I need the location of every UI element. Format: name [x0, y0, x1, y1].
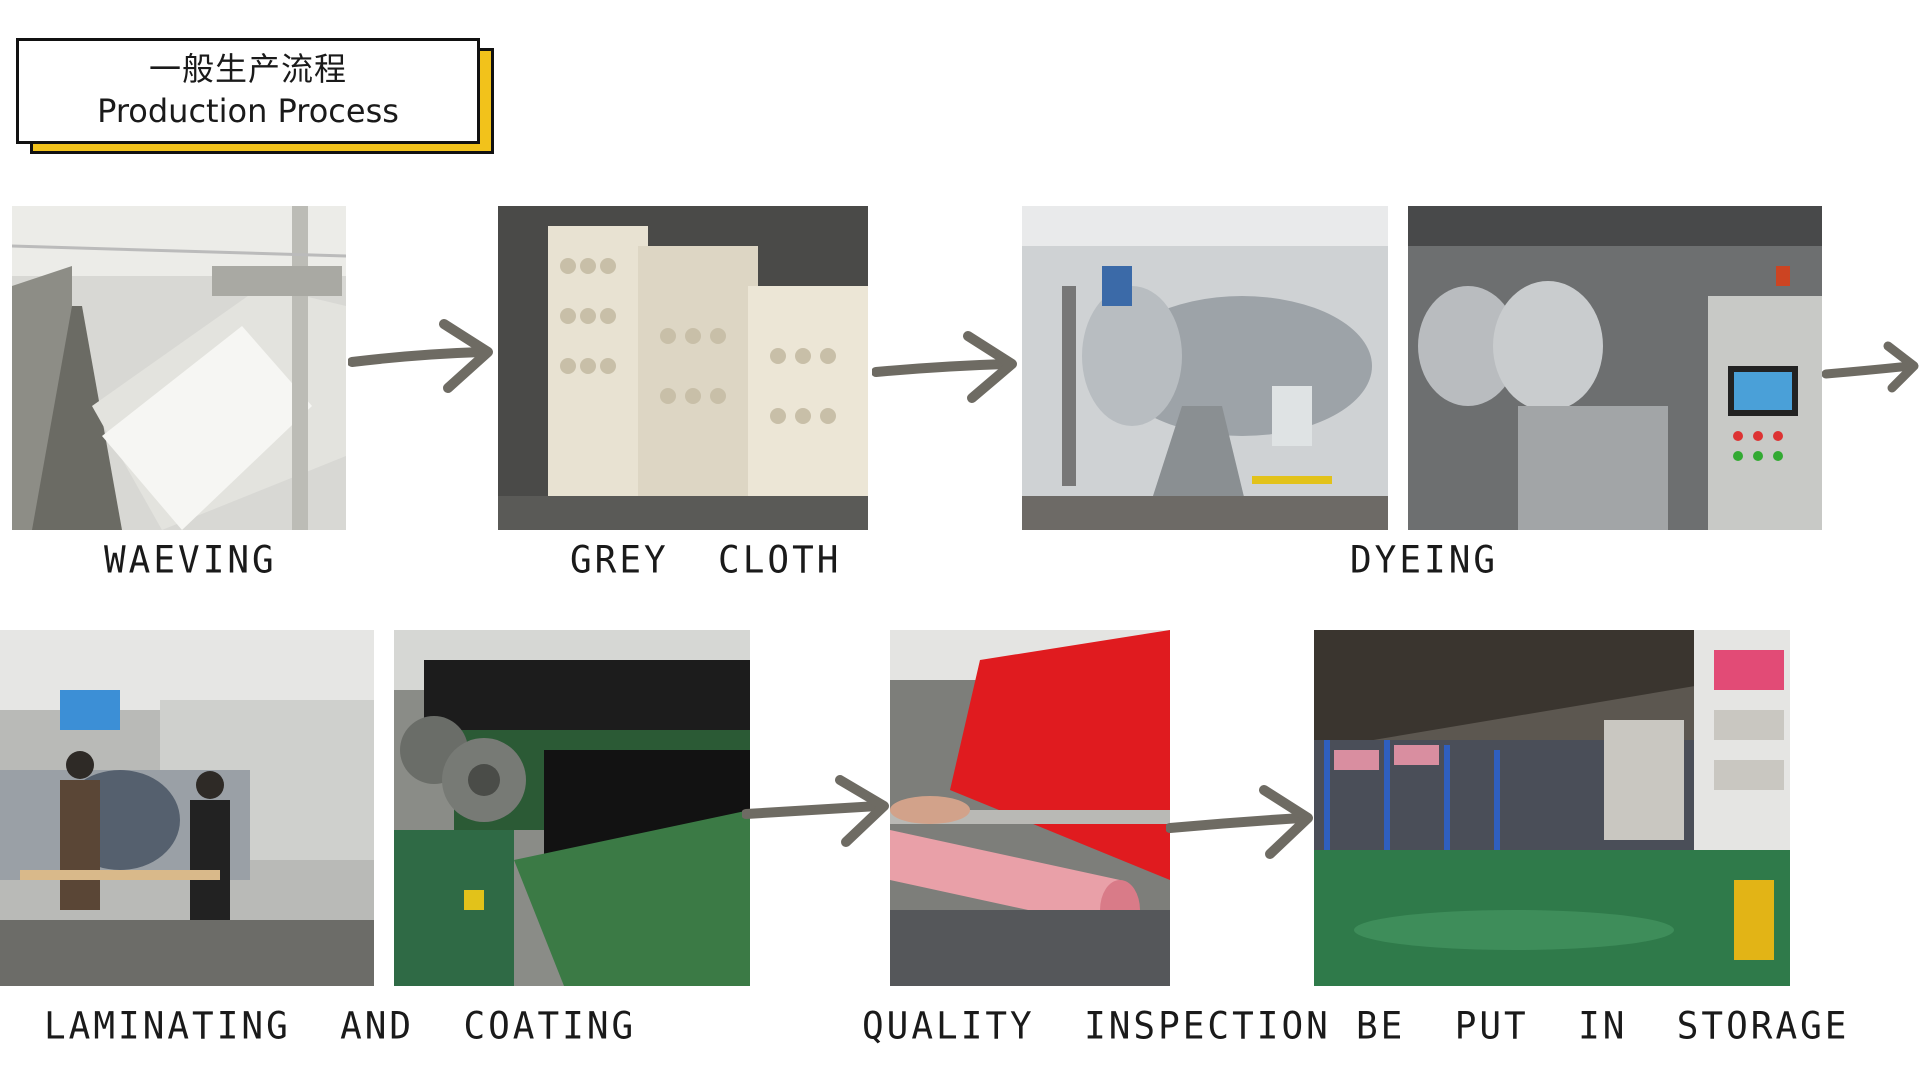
title-frame: 一般生产流程 Production Process: [16, 38, 480, 144]
quality-inspection-photo: [890, 630, 1170, 986]
coating-photo: [394, 630, 750, 986]
weaving-photo: [12, 206, 346, 530]
step-label-be-put-in-storage: BE PUT IN STORAGE: [1356, 1004, 1850, 1049]
dyeing-photo-2: [1408, 206, 1822, 530]
step-label-waeving: WAEVING: [104, 538, 277, 583]
arrow-right-icon: [1166, 784, 1316, 864]
arrow-right-icon: [1822, 340, 1920, 400]
dyeing-photo-1: [1022, 206, 1388, 530]
arrow-right-icon: [348, 318, 496, 398]
step-label-grey-cloth: GREY CLOTH: [570, 538, 842, 583]
title-chinese: 一般生产流程: [148, 50, 347, 88]
step-label-dyeing: DYEING: [1350, 538, 1499, 583]
storage-photo: [1314, 630, 1790, 986]
title-english: Production Process: [97, 92, 399, 130]
arrow-right-icon: [742, 774, 892, 854]
page-title-box: 一般生产流程 Production Process: [16, 38, 494, 154]
laminating-photo: [0, 630, 374, 986]
step-label-quality-inspection: QUALITY INSPECTION: [862, 1004, 1331, 1049]
arrow-right-icon: [872, 328, 1020, 408]
grey-cloth-photo: [498, 206, 868, 530]
step-label-laminating-and-coating: LAMINATING AND COATING: [44, 1004, 637, 1049]
